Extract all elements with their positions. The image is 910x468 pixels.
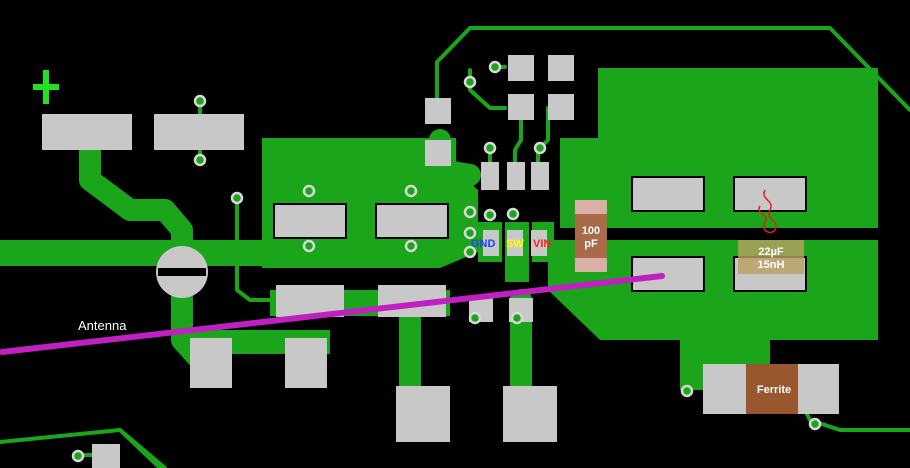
pad-ic-pin-2 xyxy=(507,162,525,190)
via xyxy=(463,245,477,259)
antenna-label: Antenna xyxy=(78,318,127,333)
vin-pin-label: VIN xyxy=(533,238,551,250)
pad-ic-pin-3 xyxy=(531,162,549,190)
pad-bottom-left xyxy=(92,444,120,468)
via xyxy=(302,239,316,253)
ferrite-label: Ferrite xyxy=(757,384,791,396)
right-upper-pour xyxy=(560,68,878,228)
pad-bottom-3 xyxy=(396,386,450,442)
via xyxy=(193,153,207,167)
via xyxy=(510,311,524,325)
pad-top-6 xyxy=(548,94,574,120)
via xyxy=(533,141,547,155)
antenna-wire xyxy=(0,273,665,355)
via xyxy=(680,384,694,398)
pad-top-left-1 xyxy=(42,114,132,150)
pad-bottom-4 xyxy=(503,386,557,442)
vias xyxy=(71,60,822,463)
via xyxy=(463,75,477,89)
pad-ic-pin-sw xyxy=(507,230,523,256)
via xyxy=(404,239,418,253)
via xyxy=(808,417,822,431)
pad-top-5 xyxy=(508,94,534,120)
sw-pin-label: SW xyxy=(506,238,524,250)
pad-ic-top-1 xyxy=(425,98,451,124)
via xyxy=(488,60,502,74)
mounting-hole xyxy=(156,246,208,298)
inductor-label-ind: 15nH xyxy=(758,259,785,271)
gnd-pin-label: GND xyxy=(471,238,496,250)
pad-top-4 xyxy=(548,55,574,81)
via xyxy=(193,94,207,108)
inductor-coil-icon xyxy=(758,189,777,234)
via xyxy=(483,208,497,222)
via xyxy=(404,184,418,198)
pad-cap-left-1 xyxy=(273,203,347,239)
via xyxy=(463,205,477,219)
via xyxy=(483,141,497,155)
via xyxy=(302,184,316,198)
capacitor-100pf: 100 pF xyxy=(575,200,607,272)
antenna-feed-band xyxy=(0,240,300,266)
pad-top-left-2 xyxy=(154,114,244,150)
via xyxy=(230,191,244,205)
via xyxy=(71,449,85,463)
pad-ic-pin-1 xyxy=(481,162,499,190)
pad-bottom-1 xyxy=(190,338,232,388)
via xyxy=(468,311,482,325)
positive-terminal-icon xyxy=(33,70,59,104)
ferrite-bead: Ferrite xyxy=(703,364,839,414)
pad-ic-pin-vin xyxy=(531,230,547,256)
pad-bottom-2 xyxy=(285,338,327,388)
pad-top-3 xyxy=(508,55,534,81)
pad-ic-pin-gnd xyxy=(483,230,499,256)
pad-cap-left-2 xyxy=(375,203,449,239)
pad-cap-right-2 xyxy=(733,176,807,212)
inductor-22uf-15nh: 22µF 15nH xyxy=(738,189,804,274)
capacitor-label-line1: 100 xyxy=(582,225,600,237)
pad-ic-top-2 xyxy=(425,140,451,166)
pad-cap-right-1 xyxy=(631,176,705,212)
via xyxy=(506,207,520,221)
inductor-label-cap: 22µF xyxy=(758,246,784,258)
pad-cap-right-3 xyxy=(631,256,705,292)
via xyxy=(463,226,477,240)
capacitor-label-line2: pF xyxy=(584,238,598,250)
pads xyxy=(42,55,807,468)
